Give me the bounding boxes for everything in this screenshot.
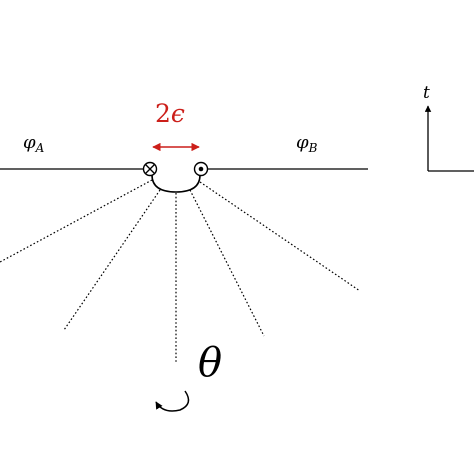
- phi-a-label: φA: [23, 132, 45, 155]
- gap-label-coefficient: 2: [155, 99, 171, 128]
- counterclockwise-arrow-icon: [155, 390, 190, 412]
- ray-right: [189, 189, 265, 337]
- time-axis: t: [423, 83, 474, 172]
- phi-b-label: φB: [296, 132, 318, 155]
- ray-far-left: [0, 179, 153, 263]
- cut-arc: [151, 174, 201, 193]
- circle-dot-icon: [193, 161, 209, 177]
- phi-a-subscript: A: [35, 141, 45, 155]
- ray-far-right: [199, 181, 361, 292]
- gap-label: 2ϵ: [155, 99, 185, 128]
- ray-left: [63, 189, 161, 331]
- dotted-rays: [0, 179, 361, 362]
- phi-b-subscript: B: [308, 141, 318, 155]
- phi-a-symbol: φ: [23, 132, 36, 153]
- gap-label-symbol: ϵ: [171, 99, 185, 128]
- circle-cross-icon: [142, 161, 158, 177]
- time-axis-label: t: [423, 83, 430, 103]
- phi-b-symbol: φ: [296, 132, 309, 153]
- theta-label: θ: [198, 340, 222, 386]
